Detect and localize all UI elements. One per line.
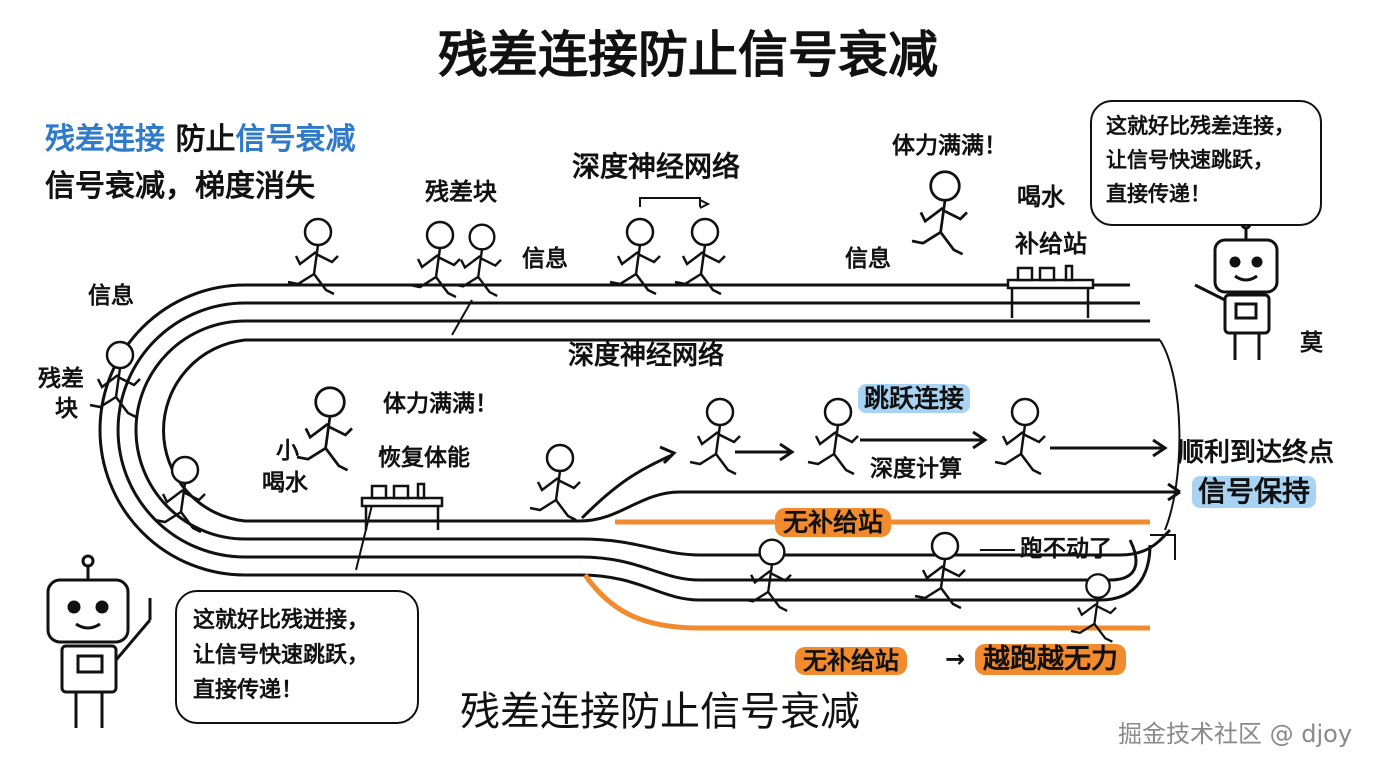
orange-line-bottom <box>582 573 1150 631</box>
track-lanes <box>98 197 1181 602</box>
speech-bubble-top-right: 这就好比残差连接， 让信号快速跳跃， 直接传递！ <box>1090 100 1322 226</box>
runner-figure <box>994 397 1046 476</box>
runner-figure <box>609 217 661 296</box>
arrow-3 <box>1050 438 1168 458</box>
subtitle-line-1: 残差连接 防止信号衰减 <box>45 125 355 155</box>
runner-figure <box>911 170 968 256</box>
arrow-head <box>659 445 677 465</box>
bubble-line: 这就好比残迸接， <box>193 608 370 633</box>
subtitle-part-3: 信号衰减 <box>235 122 356 157</box>
label-no-supply-bottom: 无补给站 <box>795 647 907 675</box>
runner-figure <box>743 538 792 612</box>
label-skip-connection: 跳跃连接 <box>858 384 971 413</box>
right-curve <box>1159 339 1181 531</box>
label-residual-block-top: 残差块 <box>425 178 497 206</box>
label-info-right: 信息 <box>845 246 891 272</box>
residual-connector-2 <box>355 504 373 571</box>
runner-figure <box>287 217 339 296</box>
arrow-label: → <box>945 645 966 673</box>
label-deep-compute: 深度计算 <box>870 456 962 482</box>
label-dnn-top: 深度神经网络 <box>572 150 741 183</box>
label-residual-left-2: 块 <box>55 396 78 422</box>
label-robot-name: 莫 <box>1300 330 1323 356</box>
label-residual-left-1: 残差 <box>38 366 84 392</box>
runner-figures <box>89 170 1117 643</box>
arrow-2 <box>860 430 988 450</box>
robot-bottom-left <box>46 554 152 728</box>
page-title: 残差连接防止信号衰减 <box>438 26 938 84</box>
bubble-line: 让信号快速跳跃， <box>1106 148 1274 172</box>
subtitle-part-2: 防止 <box>175 122 236 157</box>
arrow-1 <box>735 442 795 462</box>
label-recover: 恢复体能 <box>378 445 470 471</box>
supply-tables <box>360 264 1095 530</box>
subtitle-part-1: 残差连接 <box>45 122 165 157</box>
label-small: 小 <box>276 438 299 464</box>
runner-figure <box>1070 573 1117 643</box>
lane-2 <box>116 301 1140 582</box>
label-info-left: 信息 <box>88 283 134 309</box>
runner-figure <box>529 443 581 522</box>
bottom-title: 残差连接防止信号衰减 <box>460 689 860 735</box>
arrow-4 <box>1167 482 1181 502</box>
lane-1 <box>98 283 1152 602</box>
bubble-line: 这就好比残差连接， <box>1106 114 1295 138</box>
runner-figure <box>689 397 741 476</box>
runner-figure <box>914 531 966 610</box>
label-supply-station: 补给站 <box>1015 230 1087 258</box>
residual-connector-1 <box>451 299 473 336</box>
runner-figure <box>674 217 726 296</box>
label-finish: 顺利到达终点 <box>1178 438 1335 468</box>
bubble-line: 直接传递！ <box>193 678 304 703</box>
bubble-line: 直接传递！ <box>1106 182 1211 206</box>
label-full-energy-top: 体力满满！ <box>892 133 1007 159</box>
robot-top-right <box>1194 218 1279 360</box>
runner-figure <box>89 340 141 419</box>
runner-figure <box>409 220 461 299</box>
skip-line-1 <box>580 453 673 520</box>
robots <box>46 218 1279 728</box>
label-signal-keep: 信号保持 <box>1192 476 1317 508</box>
runner-figure <box>453 223 502 297</box>
label-info-mid: 信息 <box>522 246 568 272</box>
label-weaker: 越跑越无力 <box>975 644 1126 675</box>
label-drink-water-top: 喝水 <box>1017 183 1065 211</box>
skip-arrow-top <box>639 197 711 209</box>
runner-figure <box>807 397 859 476</box>
runner-figure <box>154 455 206 534</box>
speech-bubble-bottom-left: 这就好比残迸接， 让信号快速跳跃， 直接传递！ <box>175 590 419 724</box>
label-full-energy-mid: 体力满满！ <box>383 391 498 417</box>
subtitle-line-2: 信号衰减，梯度消失 <box>45 169 315 204</box>
label-dnn-mid: 深度神经网络 <box>568 341 725 371</box>
runner-figure <box>296 386 353 472</box>
finish-post <box>1150 534 1176 560</box>
label-no-supply: 无补给站 <box>775 508 892 537</box>
bubble-line: 让信号快速跳跃， <box>193 643 370 668</box>
label-drink-water-mid: 喝水 <box>262 470 308 496</box>
watermark: 掘金技术社区 @ djoy <box>1118 720 1353 748</box>
label-cant-run: 跑不动了 <box>1020 536 1112 562</box>
lane-3 <box>134 319 1172 557</box>
